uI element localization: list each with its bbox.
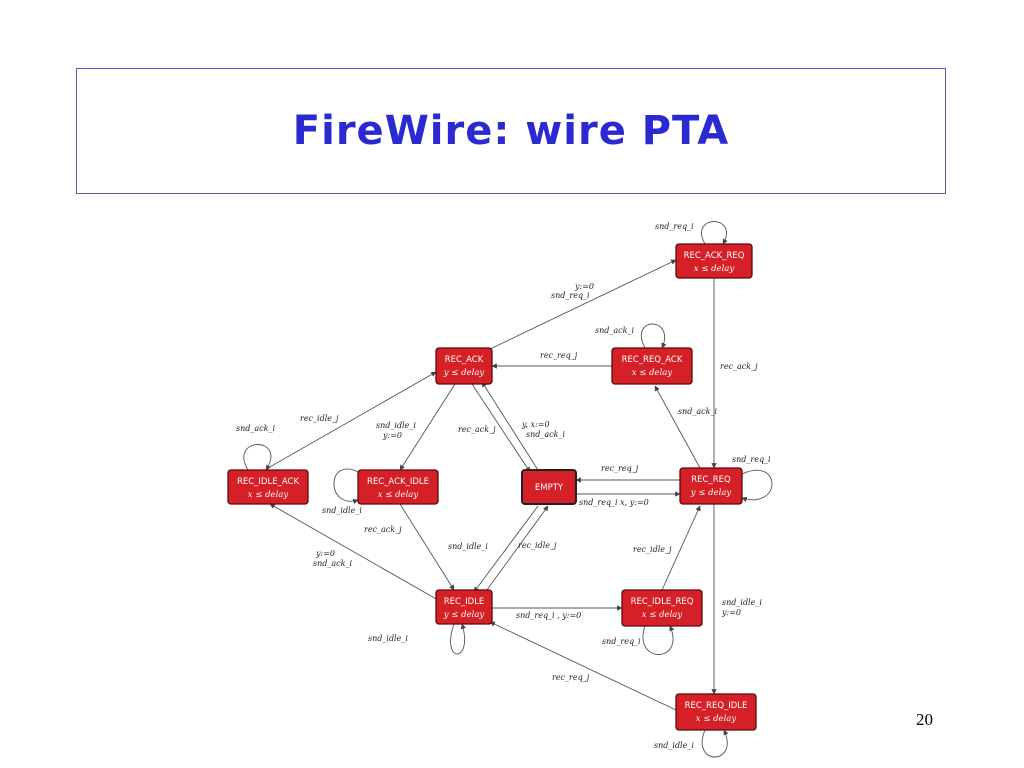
page-number: 20 xyxy=(916,710,933,729)
state-name: REC_IDLE xyxy=(444,597,485,607)
edge-rec-idle-req-to-rec-req xyxy=(661,505,701,591)
edge-label: snd_req_i xyxy=(602,637,641,646)
state-rec-idle-req: REC_IDLE_REQ x ≤ delay xyxy=(621,589,703,627)
edge-label: snd_idle_i xyxy=(368,634,408,643)
state-rec-idle-ack: REC_IDLE_ACK x ≤ delay xyxy=(227,469,309,505)
edge-label: snd_req_i , y:=0 xyxy=(516,611,581,620)
state-invariant: x ≤ delay xyxy=(694,264,735,274)
edge-rec-ack-to-rec-ack-idle xyxy=(399,383,456,471)
edge-label: snd_req_i xyxy=(655,222,694,231)
loop-rec-req-ack xyxy=(640,323,667,349)
edge-label: snd_idle_i xyxy=(654,741,694,750)
state-name: REC_IDLE_REQ xyxy=(631,597,694,607)
state-invariant: x ≤ delay xyxy=(696,714,737,724)
state-rec-req-idle: REC_REQ_IDLE x ≤ delay xyxy=(675,693,757,731)
edge-empty-to-rec-idle xyxy=(473,505,539,593)
edge-label: rec_req_j xyxy=(601,464,639,473)
edge-label: y, x:=0 xyxy=(521,420,550,429)
state-name: REC_IDLE_ACK xyxy=(237,477,299,487)
edge-rec-req-idle-to-rec-idle xyxy=(489,621,677,711)
edge-label: rec_ack_j xyxy=(720,362,758,371)
edge-labels: snd_req_i y:=0 snd_req_i snd_ack_i rec_r… xyxy=(236,222,771,750)
loop-rec-ack-req xyxy=(701,221,728,245)
state-name: REC_REQ_IDLE xyxy=(685,701,748,711)
edge-label: snd_ack_i xyxy=(526,430,565,439)
title-box: FireWire: wire PTA xyxy=(76,68,946,194)
edge-label: rec_ack_j xyxy=(364,525,402,534)
edge-rec-ack-to-rec-ack-req xyxy=(487,259,677,351)
state-name: REC_ACK_REQ xyxy=(684,251,745,261)
loop-rec-idle-req xyxy=(642,625,675,655)
edge-rec-ack-idle-to-rec-idle xyxy=(399,503,455,591)
edge-label: snd_req_i x, y:=0 xyxy=(579,498,649,507)
loop-rec-req xyxy=(741,469,773,502)
state-rec-ack: REC_ACK y ≤ delay xyxy=(435,347,493,385)
edge-label: snd_req_i xyxy=(732,455,771,464)
state-empty: EMPTY xyxy=(521,469,577,505)
edge-label: rec_idle_j xyxy=(300,414,339,423)
loop-rec-idle-ack xyxy=(243,444,272,471)
edge-label: y:=0 xyxy=(574,282,594,291)
state-name: REC_REQ_ACK xyxy=(622,355,683,365)
edge-label: snd_ack_i xyxy=(595,326,634,335)
edge-label: y:=0 xyxy=(382,431,402,440)
edge-label: snd_ack_i xyxy=(678,407,717,416)
edge-label: rec_req_j xyxy=(540,351,578,360)
state-invariant: x ≤ delay xyxy=(378,490,419,500)
edge-rec-req-to-rec-req-ack xyxy=(654,385,701,469)
loop-rec-ack-idle xyxy=(333,468,359,505)
state-invariant: y ≤ delay xyxy=(443,610,485,620)
state-name: REC_REQ xyxy=(691,475,731,485)
edge-label: rec_idle_j xyxy=(633,545,672,554)
state-invariant: y ≤ delay xyxy=(443,368,485,378)
edge-label: y:=0 xyxy=(315,549,335,558)
edges xyxy=(267,259,717,711)
edge-empty-to-rec-ack xyxy=(481,381,539,471)
edge-rec-idle-ack-to-rec-ack xyxy=(267,371,437,469)
edge-rec-ack-to-empty xyxy=(471,383,531,473)
state-rec-ack-req: REC_ACK_REQ x ≤ delay xyxy=(675,243,753,279)
loop-rec-req-idle xyxy=(701,729,729,758)
state-name: EMPTY xyxy=(535,483,564,493)
edge-label: snd_ack_i xyxy=(236,424,275,433)
edge-rec-idle-to-rec-idle-ack xyxy=(269,503,439,601)
state-name: REC_ACK xyxy=(445,355,484,365)
state-rec-ack-idle: REC_ACK_IDLE x ≤ delay xyxy=(357,469,439,505)
state-name: REC_ACK_IDLE xyxy=(367,477,429,487)
edge-label: snd_idle_i xyxy=(376,421,416,430)
state-invariant: x ≤ delay xyxy=(632,368,673,378)
edge-label: rec_req_j xyxy=(552,673,590,682)
state-rec-idle: REC_IDLE y ≤ delay xyxy=(435,589,493,625)
slide-title: FireWire: wire PTA xyxy=(292,108,730,154)
edge-label: snd_idle_i xyxy=(722,598,762,607)
state-invariant: x ≤ delay xyxy=(642,610,683,620)
edge-label: snd_idle_i xyxy=(322,506,362,515)
loop-rec-idle xyxy=(450,623,466,655)
edge-label: rec_ack_j xyxy=(458,425,496,434)
edge-label: snd_idle_i xyxy=(448,542,488,551)
state-invariant: x ≤ delay xyxy=(248,490,289,500)
edge-label: rec_idle_j xyxy=(518,541,557,550)
state-invariant: y ≤ delay xyxy=(690,488,732,498)
self-loops xyxy=(243,221,773,758)
edge-label: snd_ack_i xyxy=(313,559,352,568)
state-rec-req: REC_REQ y ≤ delay xyxy=(679,467,743,505)
edge-rec-idle-to-empty xyxy=(483,505,549,595)
state-rec-req-ack: REC_REQ_ACK x ≤ delay xyxy=(611,347,693,385)
edge-label: y:=0 xyxy=(721,608,741,617)
edge-label: snd_req_i xyxy=(551,291,590,300)
